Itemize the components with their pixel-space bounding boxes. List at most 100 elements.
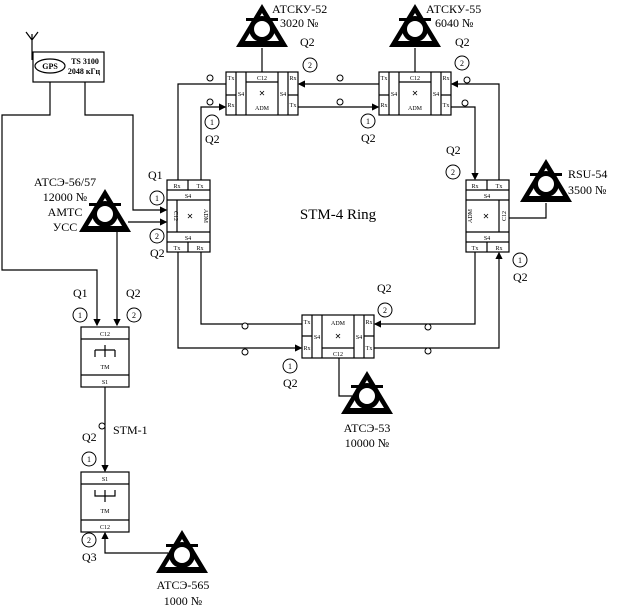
gps-frequency: 2048 кГц xyxy=(68,67,101,76)
station-label: АТСЭ-56/57 xyxy=(34,175,96,189)
tree-icon xyxy=(94,345,116,357)
adm-label: ADM xyxy=(468,208,474,223)
gps-model: TS 3100 xyxy=(71,57,99,66)
port-tx: Tx xyxy=(472,246,479,252)
tm-label: TM xyxy=(101,365,111,371)
circled-number: 2 xyxy=(87,536,91,545)
circled-number: 1 xyxy=(366,117,370,126)
port-c12: C12 xyxy=(257,76,267,82)
adm-label: ADM xyxy=(331,321,346,327)
port-tx: Tx xyxy=(290,103,297,109)
port-s4: S4 xyxy=(433,92,439,98)
station-label: 10000 № xyxy=(345,436,389,450)
port-rx: Rx xyxy=(227,103,234,109)
circled-number: 1 xyxy=(210,118,214,127)
station-label: УСС xyxy=(53,220,78,234)
cross-connect-icon: ✕ xyxy=(335,332,342,341)
q-label: Q2 xyxy=(300,35,315,49)
adm-left[interactable]: Rx Tx S4 S4 Tx Rx C12 ADM ✕ xyxy=(166,179,211,253)
station-label: АТСЭ-53 xyxy=(344,421,391,435)
port-rx: Rx xyxy=(289,76,296,82)
tm-multiplexer-1[interactable]: C12 TM S1 xyxy=(80,326,130,388)
circled-number: 2 xyxy=(383,306,387,315)
circled-number: 2 xyxy=(132,311,136,320)
q-label: Q2 xyxy=(361,131,376,145)
port-tx: Tx xyxy=(496,184,503,190)
port-c12: C12 xyxy=(502,211,508,221)
circled-number: 1 xyxy=(87,455,91,464)
station-label: 3020 № xyxy=(280,16,318,30)
station-label: RSU-54 xyxy=(568,167,607,181)
station-rsu54-icon xyxy=(520,159,572,202)
q-label: Q1 xyxy=(148,168,163,182)
tm-multiplexer-2[interactable]: S1 TM C12 xyxy=(80,471,130,533)
adm-rsu54[interactable]: Rx Tx S4 S4 Tx Rx ADM C12 ✕ xyxy=(465,179,510,253)
q-label: Q2 xyxy=(455,35,470,49)
circled-number: 2 xyxy=(308,61,312,70)
q-label: Q2 xyxy=(283,376,298,390)
link-markers xyxy=(98,74,471,430)
station-label: 1000 № xyxy=(164,594,202,608)
q-label: Q2 xyxy=(126,286,141,300)
circled-number: 1 xyxy=(518,256,522,265)
cross-connect-icon: ✕ xyxy=(412,89,419,98)
port-s4: S4 xyxy=(238,92,244,98)
stm1-label: STM-1 xyxy=(113,423,148,437)
station-label: 12000 № xyxy=(43,190,87,204)
station-atse565-icon xyxy=(156,530,208,573)
adm-atsku52[interactable]: Tx Rx Rx Tx S4 S4 C12 ✕ ADM xyxy=(225,71,299,116)
gps-antenna-icon xyxy=(25,31,39,60)
station-label: АТСЭ-565 xyxy=(157,578,210,592)
port-tx: Tx xyxy=(304,320,311,326)
port-rx: Rx xyxy=(365,320,372,326)
port-s4: S4 xyxy=(484,194,490,200)
port-rx: Rx xyxy=(442,76,449,82)
circled-number: 1 xyxy=(78,311,82,320)
station-label: АТСКУ-55 xyxy=(426,2,481,16)
cross-connect-icon: ✕ xyxy=(483,212,490,221)
port-rx: Rx xyxy=(173,184,180,190)
q-label: Q1 xyxy=(73,286,88,300)
q-label: Q3 xyxy=(82,550,97,564)
port-s4: S4 xyxy=(391,92,397,98)
port-s4: S4 xyxy=(356,335,362,341)
port-s4: S4 xyxy=(280,92,286,98)
port-c12: C12 xyxy=(100,525,110,531)
adm-atse53[interactable]: Tx Rx Rx Tx S4 S4 ADM ✕ C12 xyxy=(301,314,375,359)
port-annotations: Q1 1 2 Q2 Q2 2 1 Q2 Q2 2 1 Q2 Q2 2 1 Q2 … xyxy=(72,35,528,564)
gps-label: GPS xyxy=(42,62,58,71)
port-s4: S4 xyxy=(185,236,191,242)
port-s1: S1 xyxy=(102,380,108,386)
adm-atsku55[interactable]: Tx Rx Rx Tx S4 S4 C12 ✕ ADM xyxy=(378,71,452,116)
port-s4: S4 xyxy=(484,236,490,242)
circled-number: 2 xyxy=(460,59,464,68)
port-c12: C12 xyxy=(333,352,343,358)
q-label: Q2 xyxy=(150,246,165,260)
adm-label: ADM xyxy=(255,106,270,112)
tree-icon xyxy=(94,490,116,502)
port-tx: Tx xyxy=(174,246,181,252)
port-tx: Tx xyxy=(228,76,235,82)
adm-label: ADM xyxy=(408,106,423,112)
q-label: Q2 xyxy=(446,143,461,157)
port-s1: S1 xyxy=(102,477,108,483)
port-rx: Rx xyxy=(471,184,478,190)
port-c12: C12 xyxy=(172,211,178,221)
port-rx: Rx xyxy=(303,346,310,352)
port-tx: Tx xyxy=(443,103,450,109)
q-label: Q2 xyxy=(205,132,220,146)
circled-number: 2 xyxy=(155,232,159,241)
station-label: АТСКУ-52 xyxy=(272,2,327,16)
port-rx: Rx xyxy=(380,103,387,109)
port-c12: C12 xyxy=(410,76,420,82)
station-label: 6040 № xyxy=(435,16,473,30)
port-rx: Rx xyxy=(196,246,203,252)
port-s4: S4 xyxy=(314,335,320,341)
q-label: Q2 xyxy=(377,281,392,295)
station-label: АМТС xyxy=(48,205,83,219)
ring-title: STM-4 Ring xyxy=(300,207,377,223)
circled-number: 1 xyxy=(288,362,292,371)
cross-connect-icon: ✕ xyxy=(259,89,266,98)
q-label: Q2 xyxy=(82,430,97,444)
